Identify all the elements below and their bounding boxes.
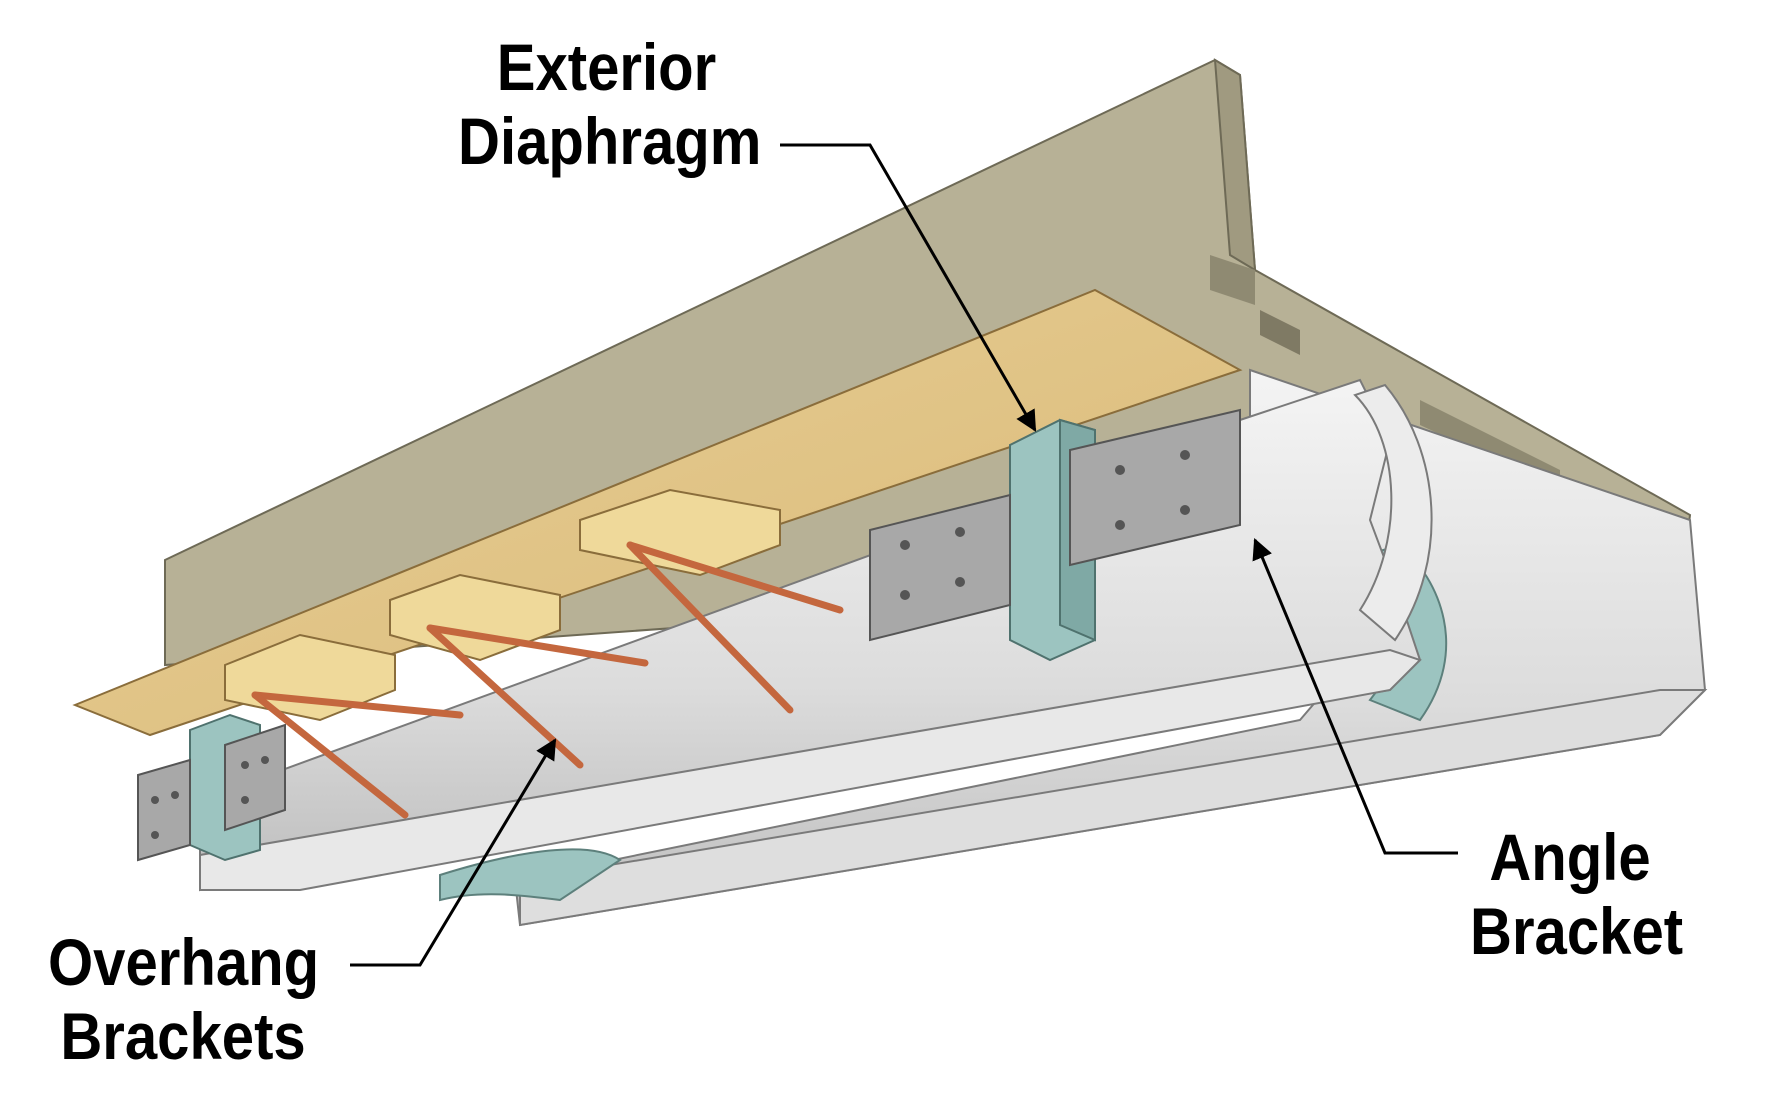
- label-overhang-brackets-line1: Overhang: [48, 925, 320, 999]
- label-overhang-brackets-line2: Brackets: [60, 999, 306, 1073]
- label-exterior-diaphragm-line1: Exterior: [496, 30, 717, 104]
- leader-lines: [350, 143, 1458, 967]
- label-angle-bracket-line2: Bracket: [1470, 894, 1684, 968]
- leader-exterior-diaphragm: [780, 143, 1037, 432]
- exterior-diaphragm: [869, 408, 1241, 662]
- label-exterior-diaphragm: Exterior Diaphragm: [458, 30, 761, 178]
- label-angle-bracket: Angle Bracket: [1470, 820, 1683, 968]
- label-angle-bracket-line1: Angle: [1489, 820, 1651, 894]
- label-exterior-diaphragm-line2: Diaphragm: [458, 104, 762, 178]
- label-overhang-brackets: Overhang Brackets: [48, 925, 319, 1073]
- angle-bracket-plate: [1069, 408, 1241, 567]
- left-diaphragm: [137, 713, 286, 862]
- leader-angle-bracket: [1252, 538, 1458, 855]
- wood-blocks: [224, 488, 781, 722]
- leader-overhang-brackets: [350, 738, 557, 967]
